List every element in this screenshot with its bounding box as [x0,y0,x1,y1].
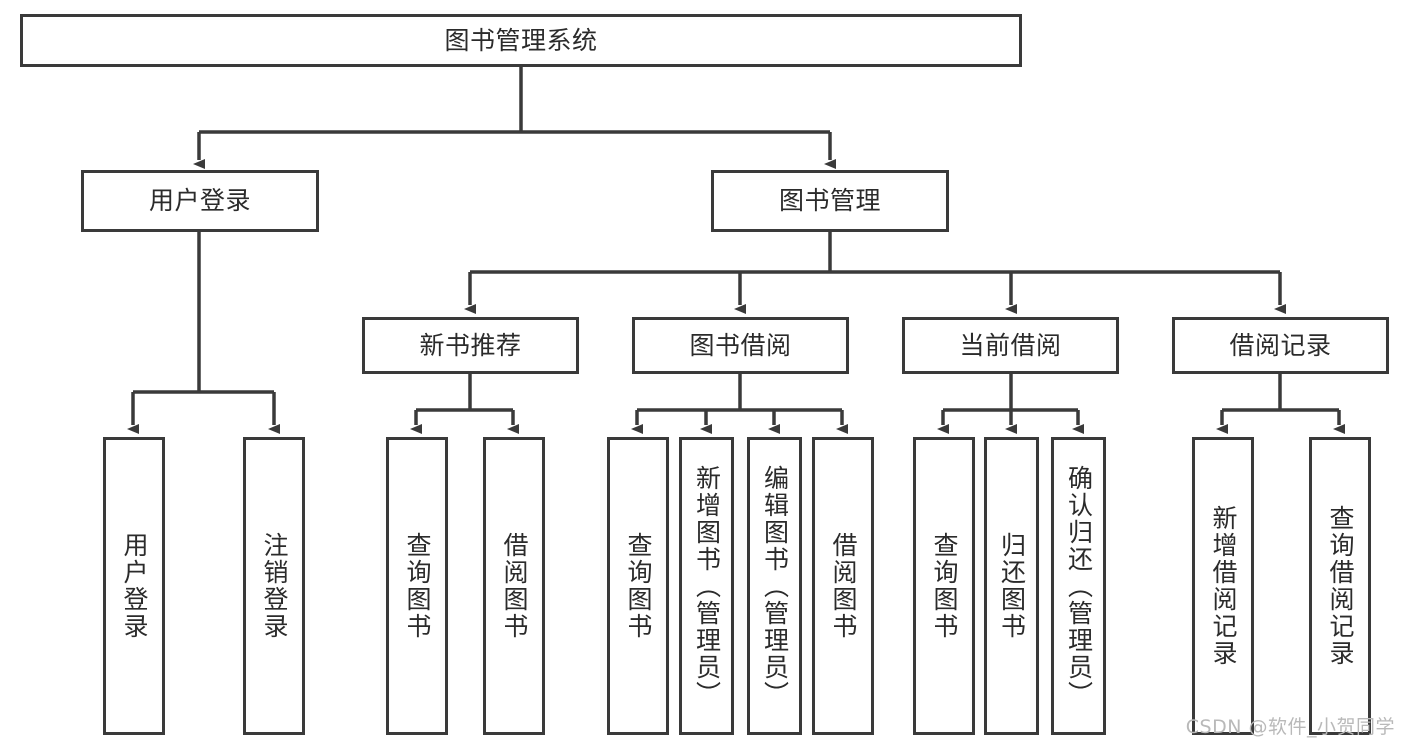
node-leaf-query-book-current[interactable]: 查询图书 [913,437,975,735]
node-leaf-query-book-borrow[interactable]: 查询图书 [607,437,669,735]
node-leaf-user-login[interactable]: 用户登录 [103,437,165,735]
node-leaf-edit-book[interactable]: 编辑图书（管理员） [747,437,802,735]
node-book-borrow[interactable]: 图书借阅 [632,317,849,374]
node-leaf-borrow-book-rec[interactable]: 借阅图书 [483,437,545,735]
node-label: 借阅记录 [1229,330,1332,360]
node-leaf-add-record[interactable]: 新增借阅记录 [1192,437,1254,735]
node-leaf-add-book[interactable]: 新增图书（管理员） [679,437,734,735]
node-leaf-query-record[interactable]: 查询借阅记录 [1309,437,1371,735]
node-new-book-rec[interactable]: 新书推荐 [362,317,579,374]
node-label: 编辑图书（管理员） [760,464,790,708]
node-label: 当前借阅 [959,330,1062,360]
node-borrow-record[interactable]: 借阅记录 [1172,317,1389,374]
node-leaf-query-book-rec[interactable]: 查询图书 [386,437,448,735]
node-label: 查询图书 [403,532,432,640]
node-leaf-confirm-return[interactable]: 确认归还（管理员） [1051,437,1106,735]
node-label: 图书借阅 [689,330,792,360]
node-root-system[interactable]: 图书管理系统 [20,14,1022,67]
node-label: 新增图书（管理员） [692,464,722,708]
node-leaf-user-logout[interactable]: 注销登录 [243,437,305,735]
node-label: 新书推荐 [419,330,522,360]
node-label: 借阅图书 [500,532,529,640]
node-label: 确认归还（管理员） [1064,464,1094,708]
node-book-manage[interactable]: 图书管理 [711,170,949,232]
node-user-login[interactable]: 用户登录 [81,170,319,232]
node-label: 查询图书 [624,532,653,640]
node-label: 借阅图书 [829,532,858,640]
node-leaf-borrow-book[interactable]: 借阅图书 [812,437,874,735]
node-label: 归还图书 [997,532,1027,640]
node-current-borrow[interactable]: 当前借阅 [902,317,1119,374]
node-label: 注销登录 [260,532,289,640]
node-leaf-return-book[interactable]: 归还图书 [984,437,1039,735]
node-label: 图书管理系统 [444,25,598,55]
watermark: CSDN @软件_小贺同学 [1185,716,1395,738]
node-label: 查询借阅记录 [1326,505,1355,667]
node-label: 用户登录 [120,532,149,640]
node-label: 新增借阅记录 [1209,505,1238,667]
node-label: 图书管理 [778,186,881,216]
node-label: 用户登录 [148,186,251,216]
node-label: 查询图书 [930,532,959,640]
